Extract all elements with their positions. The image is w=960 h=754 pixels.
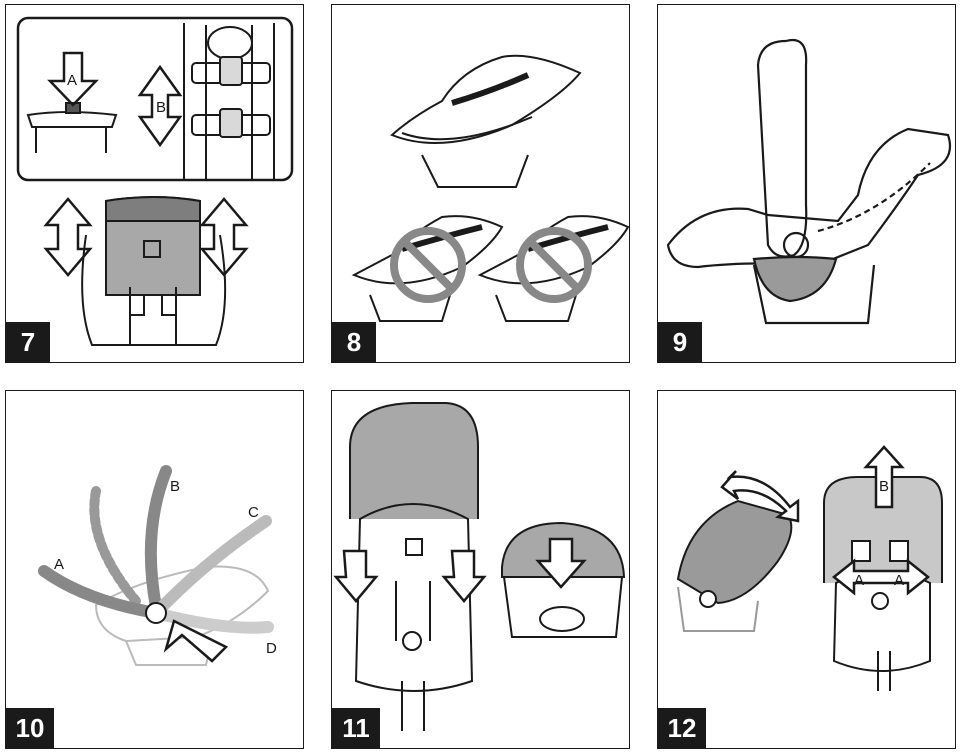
- clip-piece: [26, 111, 118, 128]
- label-a: A: [54, 556, 64, 573]
- release-button: [752, 255, 838, 303]
- panel-11-illustration: [333, 402, 626, 731]
- step-number-8: 8: [332, 322, 376, 362]
- canopy-front: [349, 402, 479, 519]
- arrow-down-canopy: [535, 537, 587, 589]
- label-b: B: [156, 99, 166, 116]
- arrow-down-left: [333, 549, 379, 603]
- arrow-down-right: [441, 549, 487, 603]
- panel-12: A A B 12: [657, 390, 956, 749]
- handle-position-b: [144, 465, 172, 613]
- panel-7-illustration: A B: [16, 16, 294, 346]
- arrow-left-updown: [43, 197, 93, 277]
- step-number-9: 9: [658, 322, 702, 362]
- panel-9: 9: [657, 4, 956, 363]
- seat-correct: [390, 54, 582, 144]
- step-number-12: 12: [658, 708, 706, 748]
- label-b: B: [879, 478, 889, 495]
- label-a-left: A: [854, 572, 864, 589]
- canopy-rotating: [676, 499, 793, 605]
- press-arrow: [163, 619, 229, 663]
- handle-position-c: [150, 515, 272, 619]
- label-c: C: [248, 504, 259, 521]
- prohibited-icon-1: [390, 227, 466, 303]
- prohibited-icon-2: [516, 227, 592, 303]
- step-number-11: 11: [332, 708, 380, 748]
- handle-position-a: [38, 565, 162, 619]
- panel-10-illustration: A B C D: [38, 465, 277, 666]
- handle-position-d: [150, 607, 274, 634]
- step-number-10: 10: [6, 708, 54, 748]
- panel-8-illustration: [351, 54, 629, 322]
- arrow-b-updown: [137, 64, 183, 148]
- label-d: D: [266, 640, 277, 657]
- seat-shell: [666, 127, 952, 269]
- panel-11: 11: [331, 390, 630, 749]
- label-b: B: [170, 478, 180, 495]
- panel-10: A B C D 10: [5, 390, 304, 749]
- arrow-right-updown: [199, 197, 249, 277]
- pivot-button: [145, 602, 167, 624]
- arrow-a-down: [47, 51, 99, 107]
- panel-9-illustration: [666, 38, 952, 325]
- label-a: A: [67, 72, 77, 89]
- panel-8: 8: [331, 4, 630, 363]
- inset-box: [16, 16, 294, 182]
- rotate-arrow: [720, 470, 800, 523]
- carry-handle: [756, 38, 808, 258]
- step-number-7: 7: [6, 322, 50, 362]
- arrow-up-b: [863, 445, 905, 509]
- arrow-a-outward: [831, 558, 931, 596]
- seat-front: [354, 503, 474, 692]
- panel-7: A B 7: [5, 4, 304, 363]
- label-a-right: A: [894, 572, 904, 589]
- panel-12-illustration: A A B: [676, 445, 943, 691]
